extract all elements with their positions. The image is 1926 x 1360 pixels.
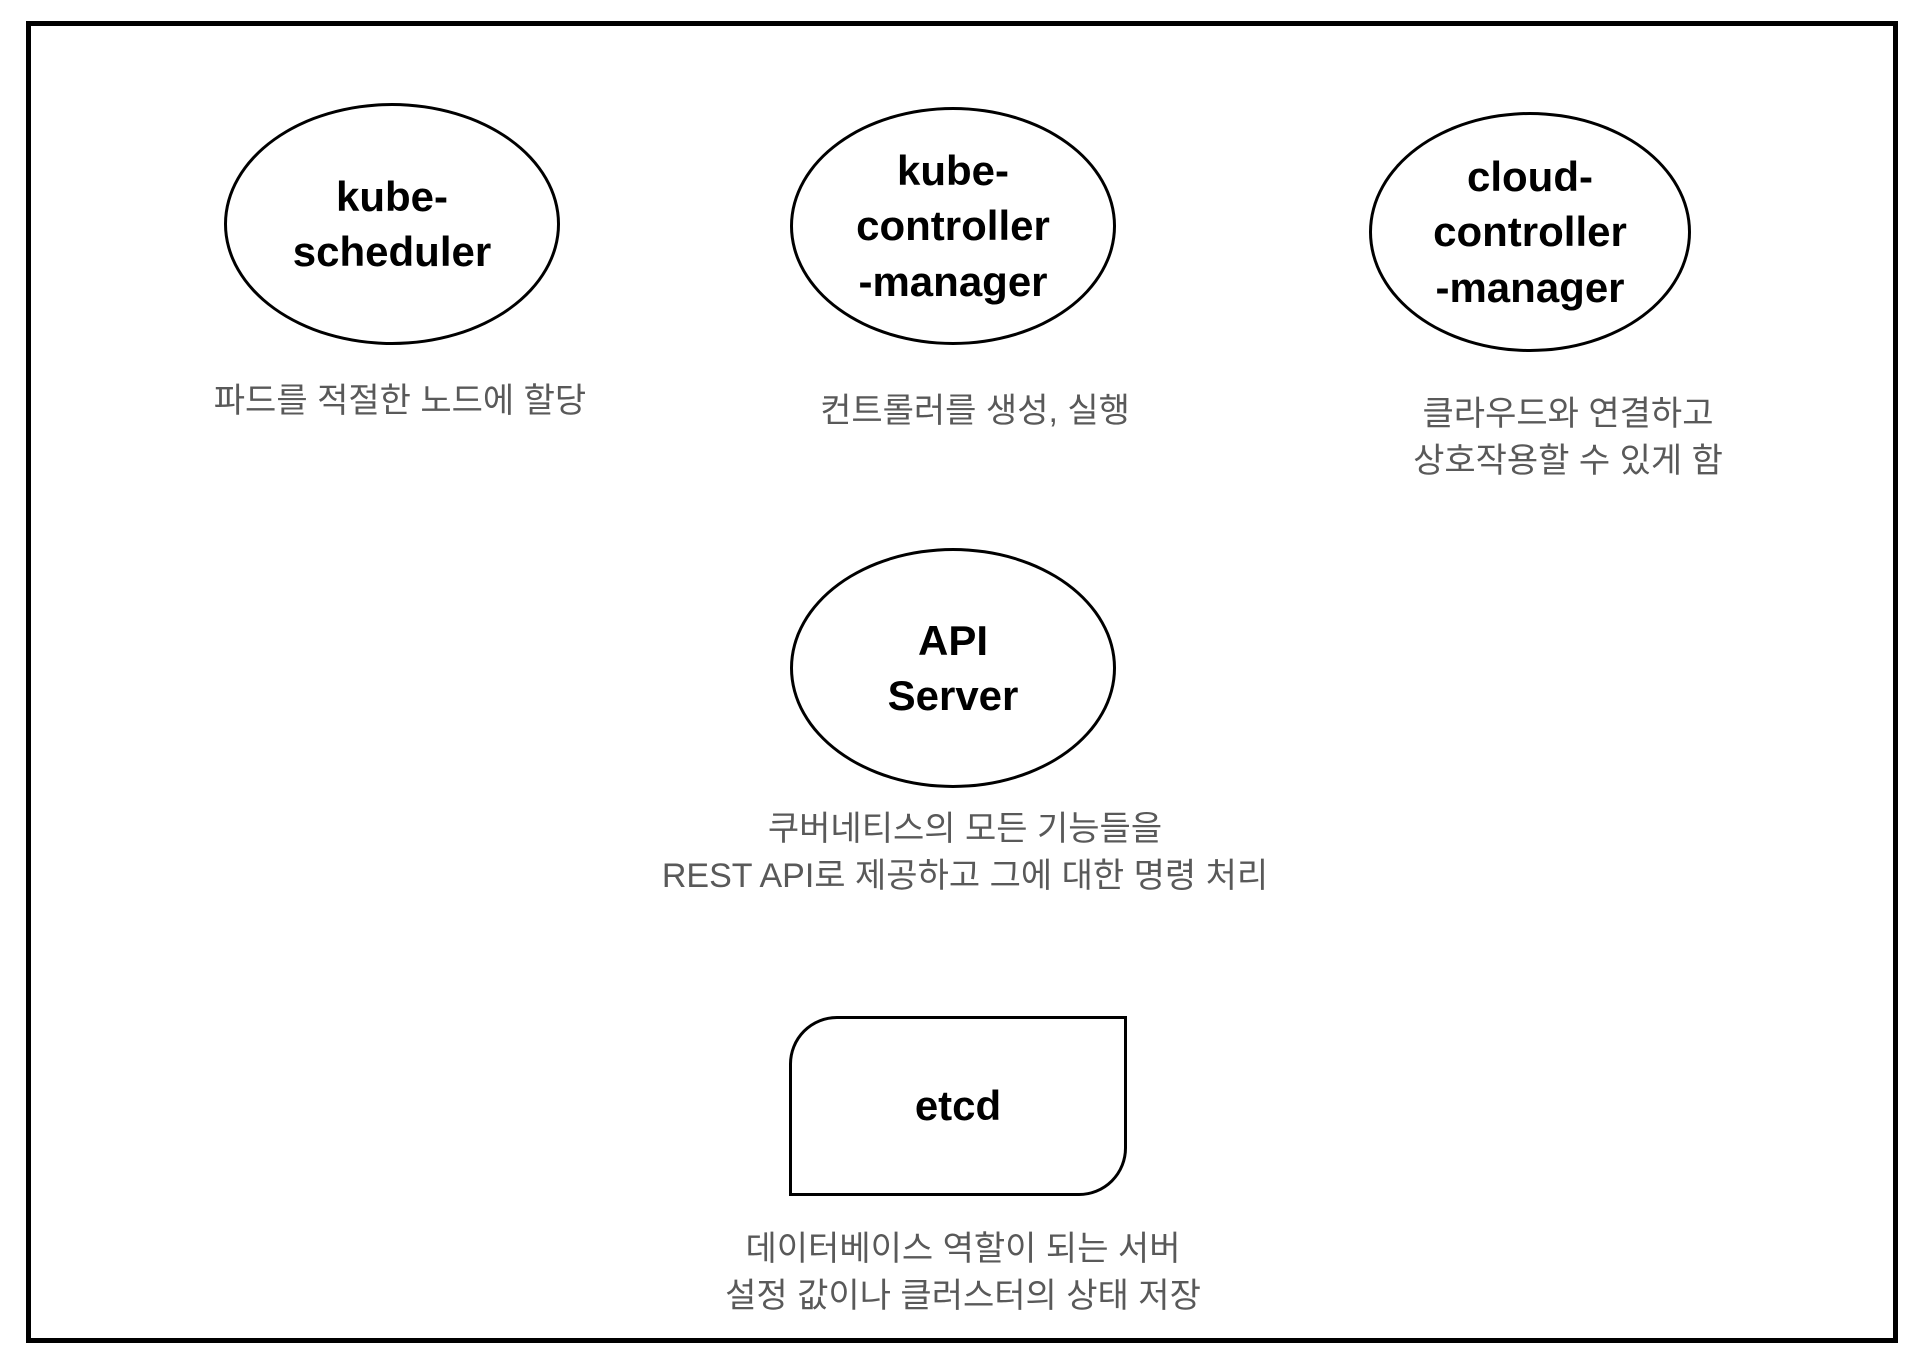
node-kube-scheduler: kube- scheduler [224,103,560,345]
node-kube-controller-manager: kube- controller -manager [790,107,1116,345]
desc-api-server: 쿠버네티스의 모든 기능들을 REST API로 제공하고 그에 대한 명령 처… [565,806,1365,900]
node-label-line: API [917,616,988,664]
node-label-line: etcd [914,1082,1002,1130]
desc-etcd: 데이터베이스 역할이 되는 서버 설정 값이나 클러스터의 상태 저장 [563,1226,1363,1320]
desc-line: REST API로 제공하고 그에 대한 명령 처리 [661,856,1269,895]
desc-line: 설정 값이나 클러스터의 상태 저장 [725,1276,1201,1315]
desc-kube-controller-manager: 컨트롤러를 생성, 실행 [675,388,1275,435]
node-cloud-controller-manager: cloud- controller -manager [1369,112,1691,352]
node-label-line: kube- [335,172,448,220]
desc-line: 컨트롤러를 생성, 실행 [820,392,1130,430]
desc-line: 파드를 적절한 노드에 할당 [213,382,587,420]
node-label-line: -manager [858,257,1048,305]
node-etcd: etcd [789,1016,1127,1196]
diagram-border [26,21,1898,1343]
node-api-server: API Server [790,548,1116,788]
desc-line: 클라우드와 연결하고 [1422,395,1714,433]
desc-line: 쿠버네티스의 모든 기능들을 [767,810,1163,848]
node-label-line: controller [856,202,1050,250]
node-label-line: controller [1433,208,1627,256]
desc-cloud-controller-manager: 클라우드와 연결하고 상호작용할 수 있게 함 [1268,391,1868,485]
desc-kube-scheduler: 파드를 적절한 노드에 할당 [100,378,700,425]
node-label-line: cloud- [1467,152,1593,200]
node-label-line: Server [887,672,1019,719]
desc-line: 상호작용할 수 있게 함 [1413,441,1723,480]
desc-line: 데이터베이스 역할이 되는 서버 [745,1230,1181,1268]
node-label-line: kube- [896,146,1009,194]
node-label-line: -manager [1435,263,1625,311]
node-label-line: scheduler [292,228,492,275]
